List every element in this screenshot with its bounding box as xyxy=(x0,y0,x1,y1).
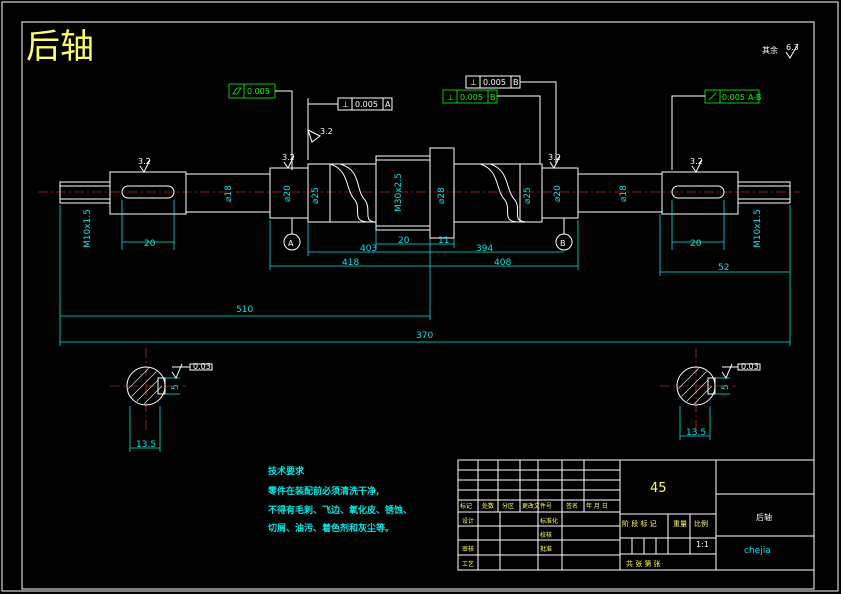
svg-text:1:1: 1:1 xyxy=(696,540,709,549)
title-block-text: 45 后轴 chejia 阶 段 标 记 重量 比例 1:1 共 张 第 张 标… xyxy=(460,481,772,568)
svg-text:3.2: 3.2 xyxy=(548,153,561,162)
svg-text:45: 45 xyxy=(650,481,667,496)
svg-text:分区: 分区 xyxy=(502,502,514,510)
svg-text:B: B xyxy=(490,93,496,102)
svg-text:chejia: chejia xyxy=(744,546,771,556)
surface-roughness-marks: 3.2 3.2 3.2 3.2 3.2 xyxy=(138,127,703,173)
svg-text:3.2: 3.2 xyxy=(282,153,295,162)
svg-text:切屑、油污、着色剂和灰尘等。: 切屑、油污、着色剂和灰尘等。 xyxy=(268,522,394,534)
svg-text:11: 11 xyxy=(438,236,449,246)
datum-b: B xyxy=(555,218,573,251)
svg-text:M10x1.5: M10x1.5 xyxy=(753,209,763,248)
svg-text:⌀18: ⌀18 xyxy=(224,185,234,202)
svg-text:年 月 日: 年 月 日 xyxy=(586,502,608,510)
svg-text:更改文件号: 更改文件号 xyxy=(522,502,552,510)
svg-text:A-B: A-B xyxy=(748,93,761,102)
roughness-symbol-icon xyxy=(785,43,799,59)
svg-text:0.03: 0.03 xyxy=(741,362,759,371)
svg-text:⌀25: ⌀25 xyxy=(311,187,321,204)
svg-text:重量: 重量 xyxy=(673,520,687,528)
svg-text:0.005: 0.005 xyxy=(460,93,483,102)
svg-text:技术要求: 技术要求 xyxy=(268,465,305,477)
drawing-title: 后轴 xyxy=(26,27,94,67)
svg-text:13.5: 13.5 xyxy=(686,428,706,438)
svg-text:0.005: 0.005 xyxy=(247,87,270,96)
svg-text:394: 394 xyxy=(476,244,493,254)
svg-text:20: 20 xyxy=(690,239,702,249)
svg-text:⊥: ⊥ xyxy=(342,100,349,109)
svg-text:0.03: 0.03 xyxy=(193,362,211,371)
svg-text:510: 510 xyxy=(236,305,253,315)
svg-text:0.005: 0.005 xyxy=(483,78,506,87)
svg-text:⌀20: ⌀20 xyxy=(283,185,293,202)
svg-text:审核: 审核 xyxy=(462,545,474,553)
svg-text:3.2: 3.2 xyxy=(690,157,703,166)
svg-text:B: B xyxy=(513,78,519,87)
svg-text:M10x1.5: M10x1.5 xyxy=(83,209,93,248)
svg-text:⌀20: ⌀20 xyxy=(553,185,563,202)
title-block xyxy=(457,459,815,571)
svg-text:比例: 比例 xyxy=(694,519,708,528)
diameter-labels: M10x1.5 ⌀18 ⌀20 ⌀25 M30x2.5 ⌀28 ⌀25 ⌀20 … xyxy=(83,173,763,248)
svg-text:418: 418 xyxy=(342,258,359,268)
svg-text:校核: 校核 xyxy=(540,531,552,539)
tolerance-frame-5: 0.005 A-B xyxy=(671,89,761,170)
svg-text:403: 403 xyxy=(360,244,377,254)
dimension-values: 20 20 20 11 403 394 418 408 52 510 370 xyxy=(144,236,729,341)
svg-text:⊥: ⊥ xyxy=(470,78,477,87)
roughness-note: 其余 xyxy=(762,45,778,55)
svg-text:3.2: 3.2 xyxy=(320,127,333,136)
svg-text:⌀25: ⌀25 xyxy=(523,187,533,204)
roughness-value: 6.3 xyxy=(786,43,799,52)
svg-text:0.005: 0.005 xyxy=(722,93,745,102)
inner-frame xyxy=(21,21,815,590)
svg-text:20: 20 xyxy=(144,239,156,249)
datum-a: A xyxy=(283,218,301,251)
svg-text:标记: 标记 xyxy=(460,502,472,510)
svg-text:370: 370 xyxy=(416,331,433,341)
tolerance-frame-2: ⊥ 0.005 A xyxy=(307,97,393,160)
svg-text:52: 52 xyxy=(718,263,729,273)
break-lines xyxy=(329,163,529,223)
svg-text:⌀28: ⌀28 xyxy=(437,187,447,204)
svg-text:A: A xyxy=(385,100,391,109)
tolerance-frame-4: ⊥ 0.005 B xyxy=(442,89,541,164)
svg-text:标准化: 标准化 xyxy=(540,517,558,525)
svg-text:408: 408 xyxy=(494,258,511,268)
svg-text:阶 段 标 记: 阶 段 标 记 xyxy=(622,519,657,528)
svg-text:3.2: 3.2 xyxy=(138,157,151,166)
svg-text:不得有毛刺、飞边、氧化皮、锈蚀、: 不得有毛刺、飞边、氧化皮、锈蚀、 xyxy=(268,504,412,516)
svg-text:5: 5 xyxy=(721,384,731,390)
section-left: 13.5 5 0.03 xyxy=(110,348,213,452)
svg-text:共 张 第 张: 共 张 第 张 xyxy=(626,559,661,568)
svg-text:工艺: 工艺 xyxy=(462,560,474,568)
svg-text:设计: 设计 xyxy=(462,517,474,525)
shaft-outline xyxy=(59,147,791,239)
svg-text:5: 5 xyxy=(171,384,181,390)
svg-text:零件在装配前必须清洗干净,: 零件在装配前必须清洗干净, xyxy=(267,485,379,497)
tolerance-frame-3: ⊥ 0.005 B xyxy=(465,75,557,164)
svg-text:后轴: 后轴 xyxy=(756,512,772,522)
section-right: 13.5 5 0.03 xyxy=(660,348,761,440)
svg-text:A: A xyxy=(288,239,294,248)
svg-text:13.5: 13.5 xyxy=(136,440,156,450)
svg-text:批准: 批准 xyxy=(540,545,552,553)
svg-text:处数: 处数 xyxy=(482,502,494,510)
svg-text:⌀18: ⌀18 xyxy=(619,185,629,202)
dimension-lines xyxy=(59,200,791,346)
svg-text:0.005: 0.005 xyxy=(355,100,378,109)
svg-text:20: 20 xyxy=(398,236,410,246)
technical-requirements: 技术要求 零件在装配前必须清洗干净, 不得有毛刺、飞边、氧化皮、锈蚀、 切屑、油… xyxy=(267,465,412,534)
svg-text:⊥: ⊥ xyxy=(447,93,454,102)
svg-text:签名: 签名 xyxy=(566,502,578,510)
svg-text:M30x2.5: M30x2.5 xyxy=(394,173,404,212)
tolerance-frame-1: 0.005 xyxy=(228,83,293,170)
svg-text:B: B xyxy=(560,239,566,248)
